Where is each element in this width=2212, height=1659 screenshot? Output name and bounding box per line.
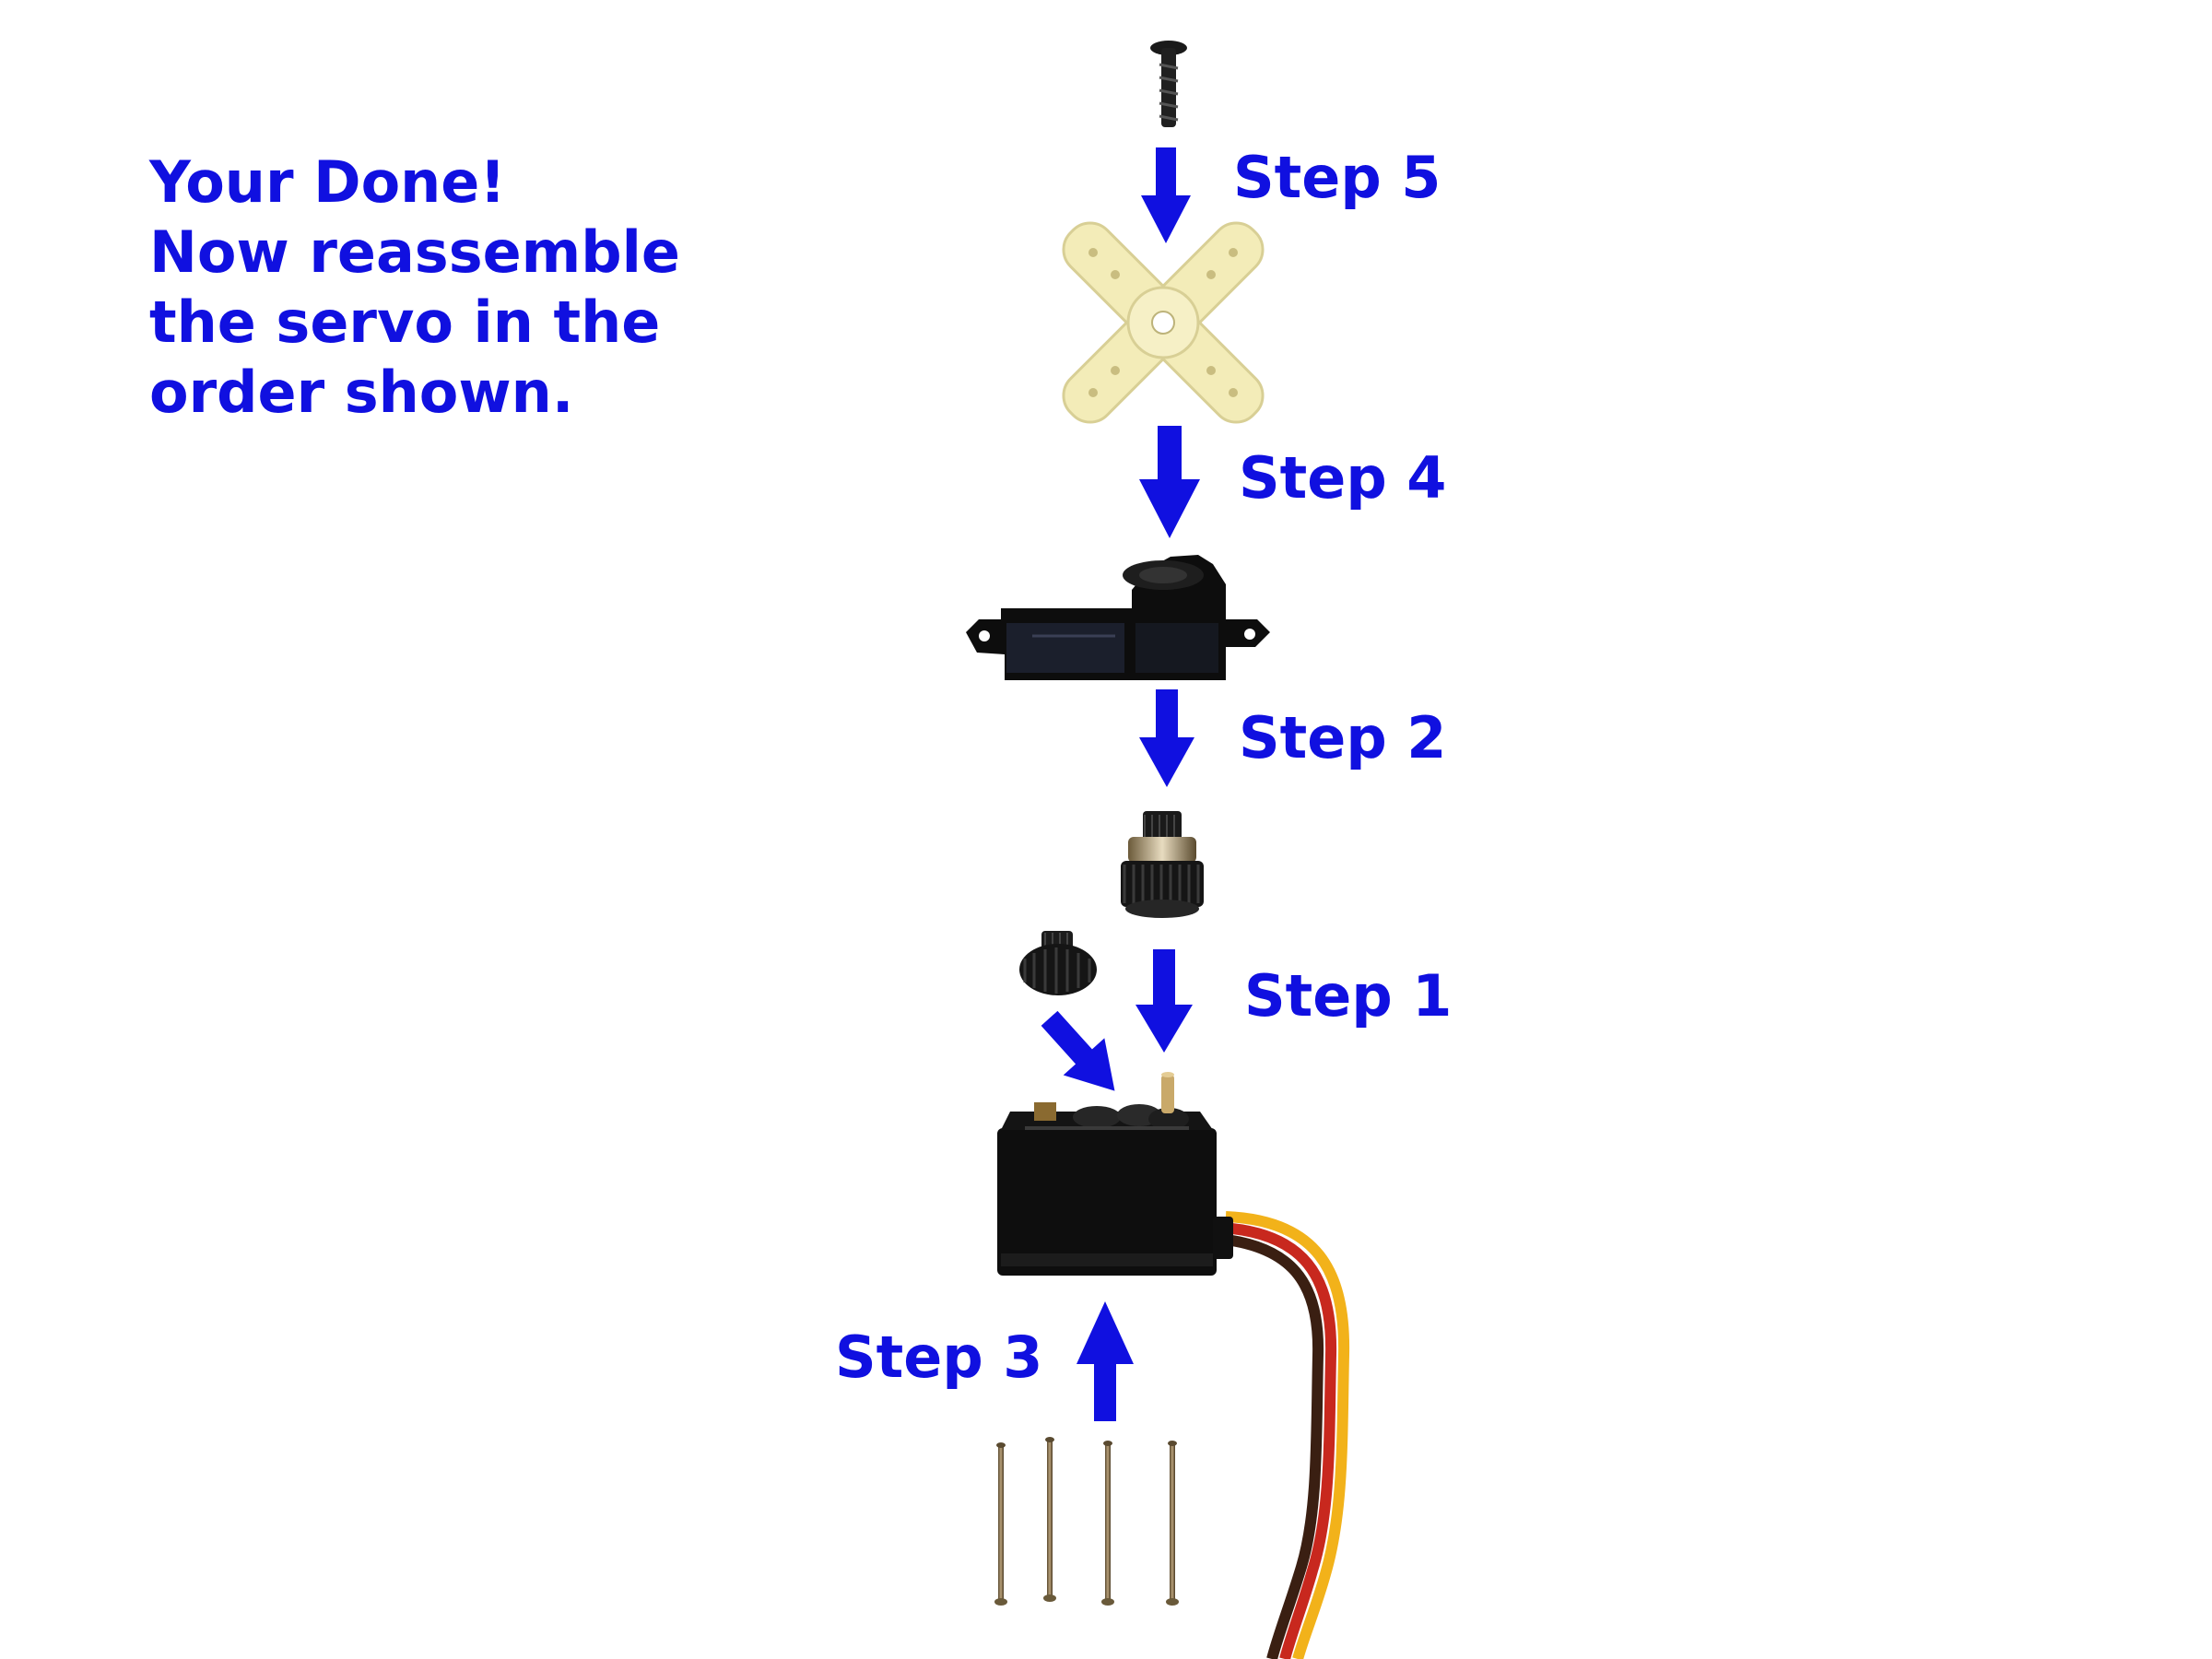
instructions-line-1: Your Done!	[149, 148, 506, 216]
servo-body-icon	[997, 1072, 1350, 1659]
step-4-arrow-icon	[1139, 426, 1200, 538]
step-3-arrow-icon	[1077, 1301, 1134, 1421]
step-3-label: Step 3	[835, 1324, 1043, 1391]
small-gear-icon	[1019, 931, 1097, 995]
step-1-arrow-icon	[1135, 949, 1193, 1053]
step-4-label: Step 4	[1239, 444, 1447, 512]
output-gear-icon	[1121, 811, 1204, 918]
horn-screw-icon	[1150, 41, 1187, 127]
instructions-line-2: Now reassemble	[149, 218, 680, 286]
step-2-arrow-icon	[1139, 689, 1194, 787]
case-screws-icon	[994, 1437, 1179, 1606]
small-gear-arrow-icon	[1041, 1010, 1115, 1091]
step-2-label: Step 2	[1239, 704, 1447, 771]
top-case-icon	[966, 555, 1270, 680]
instructions-text: Your Done! Now reassemble the servo in t…	[149, 147, 680, 428]
instructions-line-4: order shown.	[149, 359, 574, 426]
instructions-line-3: the servo in the	[149, 288, 661, 356]
step-1-label: Step 1	[1244, 962, 1453, 1030]
step-5-label: Step 5	[1233, 144, 1441, 211]
servo-horn-icon	[1062, 221, 1265, 424]
step-5-arrow-icon	[1141, 147, 1191, 243]
